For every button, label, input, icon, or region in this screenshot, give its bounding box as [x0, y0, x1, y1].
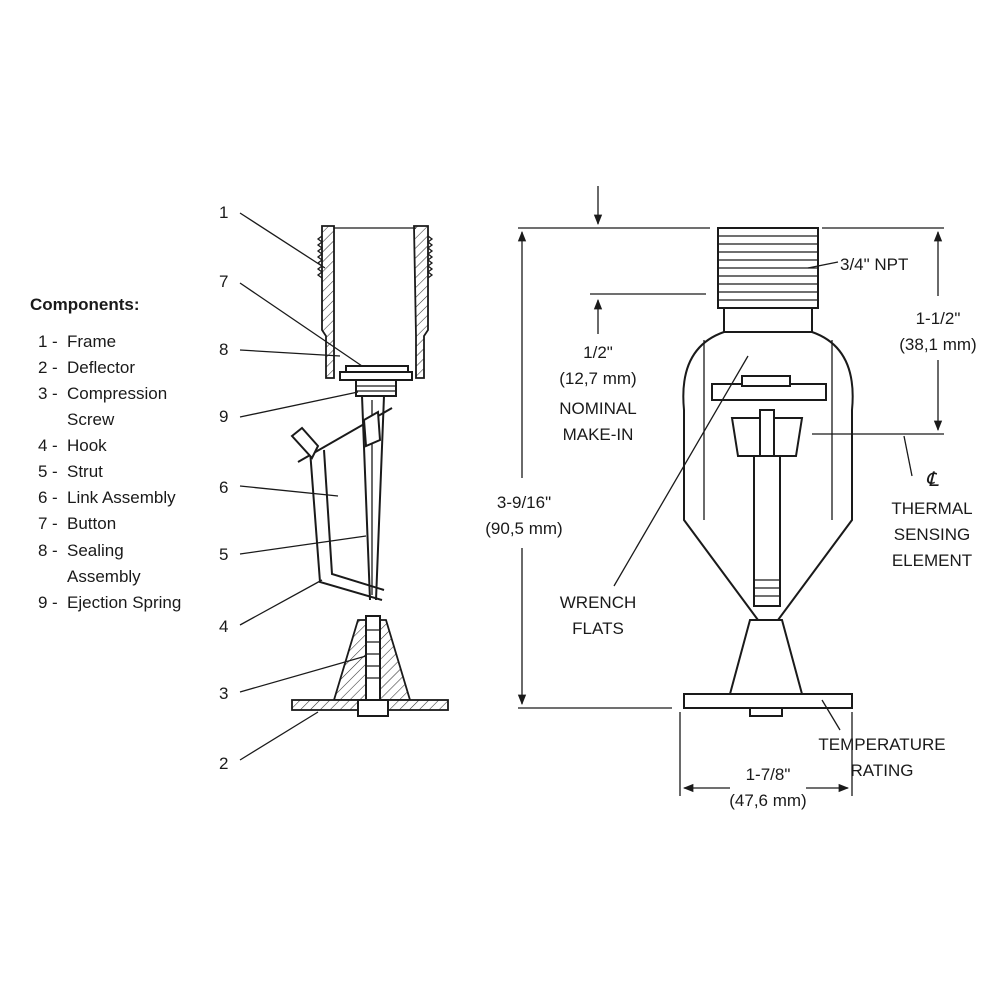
- svg-text:Ejection Spring: Ejection Spring: [67, 593, 181, 612]
- svg-text:-: -: [52, 436, 58, 455]
- svg-text:8: 8: [38, 541, 47, 560]
- svg-text:2: 2: [38, 358, 47, 377]
- component-item-1: 1-Frame: [38, 332, 116, 351]
- height-label: 3-9/16": [497, 493, 551, 512]
- makein-label: 1/2": [583, 343, 613, 362]
- svg-text:Assembly: Assembly: [67, 567, 141, 586]
- callout-7: 7: [219, 272, 228, 291]
- component-item-5: 5-Strut: [38, 462, 103, 481]
- callout-5: 5: [219, 545, 228, 564]
- callout-8: 8: [219, 340, 228, 359]
- svg-text:Button: Button: [67, 514, 116, 533]
- callout-2: 2: [219, 754, 228, 773]
- svg-text:Hook: Hook: [67, 436, 107, 455]
- svg-text:-: -: [52, 332, 58, 351]
- svg-text:-: -: [52, 462, 58, 481]
- svg-text:9: 9: [38, 593, 47, 612]
- svg-text:6: 6: [38, 488, 47, 507]
- svg-text:Screw: Screw: [67, 410, 115, 429]
- svg-text:Strut: Strut: [67, 462, 103, 481]
- svg-text:-: -: [52, 358, 58, 377]
- dimension-lines: [517, 186, 944, 796]
- components-list: Components: 1-Frame 2-Deflector 3-Compre…: [30, 295, 181, 612]
- svg-text:3: 3: [38, 384, 47, 403]
- callout-4: 4: [219, 617, 228, 636]
- npt-label: 3/4" NPT: [840, 255, 908, 274]
- svg-text:4: 4: [38, 436, 47, 455]
- svg-text:-: -: [52, 384, 58, 403]
- svg-text:Compression: Compression: [67, 384, 167, 403]
- callout-9: 9: [219, 407, 228, 426]
- centerline-symbol: ℄: [926, 467, 940, 491]
- svg-text:RATING: RATING: [851, 761, 914, 780]
- svg-text:SENSING: SENSING: [894, 525, 971, 544]
- svg-text:(47,6 mm): (47,6 mm): [729, 791, 806, 810]
- wrench-flats-label: WRENCH: [560, 593, 637, 612]
- centerline-distance-label: 1-1/2": [916, 309, 961, 328]
- exterior-view: [682, 227, 854, 717]
- component-item-2: 2-Deflector: [38, 358, 135, 377]
- components-title: Components:: [30, 295, 140, 314]
- svg-text:MAKE-IN: MAKE-IN: [563, 425, 634, 444]
- component-item-7: 7-Button: [38, 514, 116, 533]
- component-item-9: 9-Ejection Spring: [38, 593, 181, 612]
- svg-text:(12,7 mm): (12,7 mm): [559, 369, 636, 388]
- component-item-4: 4-Hook: [38, 436, 107, 455]
- svg-text:ELEMENT: ELEMENT: [892, 551, 972, 570]
- svg-text:1: 1: [38, 332, 47, 351]
- svg-text:5: 5: [38, 462, 47, 481]
- callout-3: 3: [219, 684, 228, 703]
- svg-text:-: -: [52, 514, 58, 533]
- svg-text:Frame: Frame: [67, 332, 116, 351]
- temperature-rating-label: TEMPERATURE: [818, 735, 945, 754]
- svg-text:NOMINAL: NOMINAL: [559, 399, 636, 418]
- cross-section-view: [290, 225, 449, 717]
- svg-text:-: -: [52, 541, 58, 560]
- svg-text:Deflector: Deflector: [67, 358, 135, 377]
- callout-numbers: 1 7 8 9 6 5 4 3 2: [219, 203, 367, 773]
- dimension-labels: 3/4" NPT 1/2" (12,7 mm) NOMINAL MAKE-IN …: [485, 255, 976, 810]
- thermal-element-label: THERMAL: [891, 499, 972, 518]
- svg-text:7: 7: [38, 514, 47, 533]
- svg-text:(90,5 mm): (90,5 mm): [485, 519, 562, 538]
- svg-text:FLATS: FLATS: [572, 619, 624, 638]
- svg-text:Sealing: Sealing: [67, 541, 124, 560]
- callout-6: 6: [219, 478, 228, 497]
- width-label: 1-7/8": [746, 765, 791, 784]
- callout-1: 1: [219, 203, 228, 222]
- svg-text:(38,1 mm): (38,1 mm): [899, 335, 976, 354]
- svg-text:-: -: [52, 593, 58, 612]
- svg-text:-: -: [52, 488, 58, 507]
- svg-text:Link Assembly: Link Assembly: [67, 488, 176, 507]
- component-item-6: 6-Link Assembly: [38, 488, 176, 507]
